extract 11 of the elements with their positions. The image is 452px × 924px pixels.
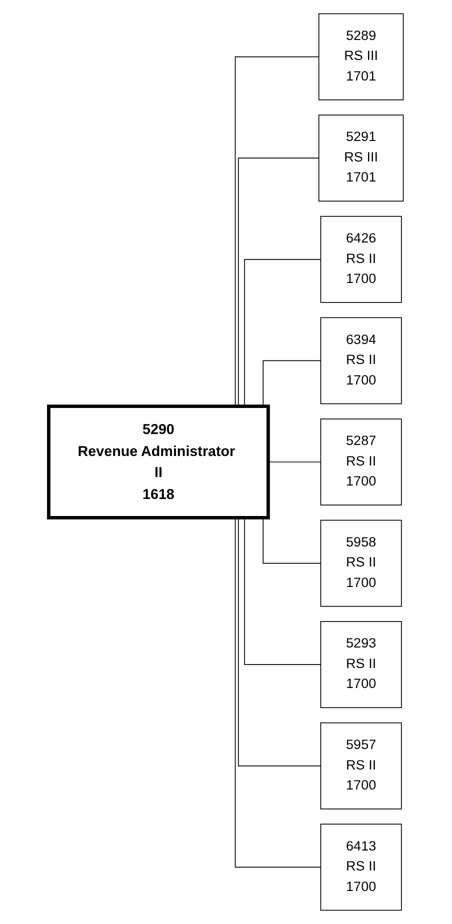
node-box xyxy=(320,216,402,303)
org-chart: 5290 Revenue Administrator II 1618 5289 RS III 1701 5291 RS III 1701 6426 RS II 1700 6394 RS II 1700 5287 RS II 1700 5958 RS II 1700 5293 RS II 1700 5957 RS II 1700 6413 RS II 1700 xyxy=(6,7,446,917)
node-box xyxy=(320,520,402,607)
node-box xyxy=(47,404,270,520)
node-box xyxy=(318,13,404,100)
node-box xyxy=(320,824,402,911)
node-box xyxy=(320,418,402,506)
node-box xyxy=(320,317,402,404)
node-box xyxy=(320,621,402,708)
node-box xyxy=(318,114,404,202)
node-box xyxy=(320,722,402,810)
